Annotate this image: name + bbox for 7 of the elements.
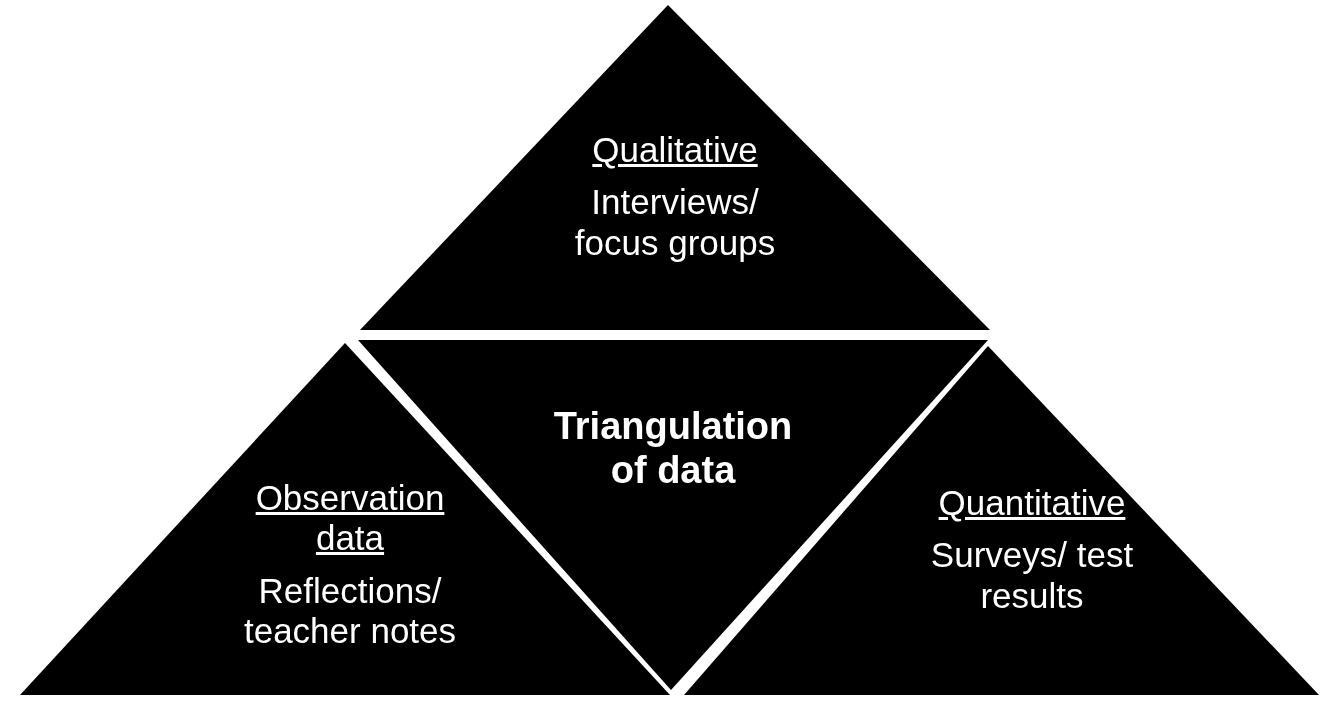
method-text: Interviews/ focus groups bbox=[573, 182, 777, 263]
category-heading: Observation data bbox=[254, 478, 446, 559]
category-heading: Quantitative bbox=[938, 483, 1126, 524]
method-text: Surveys/ test results bbox=[929, 535, 1135, 616]
center-label: Triangulation of data bbox=[552, 405, 794, 493]
method-text: Reflections/ teacher notes bbox=[242, 570, 458, 651]
category-heading: Qualitative bbox=[592, 130, 758, 171]
